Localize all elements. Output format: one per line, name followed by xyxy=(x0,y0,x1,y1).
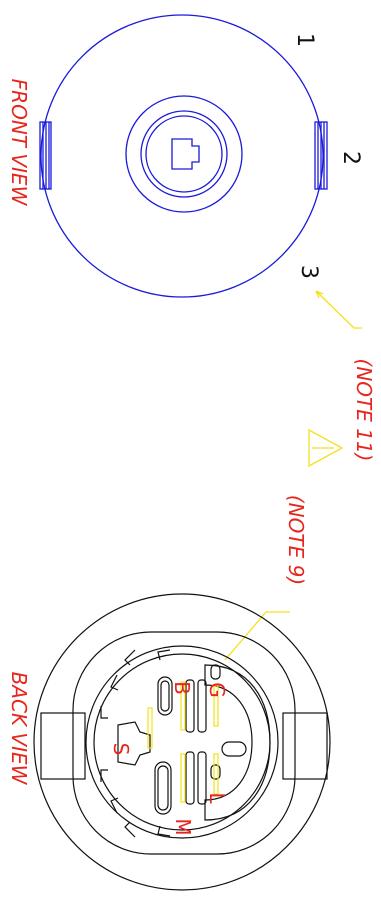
terminal-b-label: B xyxy=(170,681,194,695)
slot-l xyxy=(210,764,221,780)
bar-1 xyxy=(185,679,195,733)
callout-1: 1 xyxy=(292,33,317,47)
terminal-g-label: G xyxy=(205,682,229,698)
front-view-label: FRONT VIEW xyxy=(7,79,31,207)
note11-label: (NOTE 11) xyxy=(352,359,376,462)
warning-triangle-icon xyxy=(308,428,344,468)
front-body-circle xyxy=(40,14,324,298)
key-cylinder-ring xyxy=(140,110,228,198)
terminal-m-label: M xyxy=(171,818,195,835)
slot-b-inner xyxy=(160,680,170,712)
back-plug-ring xyxy=(85,645,279,839)
slot-g xyxy=(210,664,221,680)
back-housing xyxy=(72,631,296,855)
key-cylinder-outer xyxy=(125,95,243,213)
terminal-s-label: S xyxy=(109,743,133,756)
back-outer-circle xyxy=(33,593,331,891)
key-slot-icon xyxy=(171,138,200,170)
slot-b xyxy=(157,676,173,716)
note11-leader xyxy=(315,290,362,329)
note9-leader xyxy=(224,611,290,661)
front-view xyxy=(39,14,328,298)
bar-3 xyxy=(197,679,207,733)
key-cylinder-inner xyxy=(145,115,223,193)
terminal-l-label: L xyxy=(205,792,229,804)
front-left-tab xyxy=(39,121,52,190)
bar-4 xyxy=(197,751,207,805)
back-left-tab xyxy=(40,712,86,780)
callout-3: 3 xyxy=(296,265,321,279)
front-right-tab xyxy=(314,121,328,190)
bar-2 xyxy=(185,751,195,805)
note9-label: (NOTE 9) xyxy=(284,495,308,585)
slot-m-inner xyxy=(157,765,169,811)
callout-2: 2 xyxy=(338,151,363,165)
back-rim-notches xyxy=(100,649,171,838)
back-yellow-contacts xyxy=(147,681,219,803)
back-view xyxy=(33,593,331,891)
terminal-s-blade xyxy=(117,721,151,766)
slot-center xyxy=(221,741,247,757)
back-right-tab xyxy=(282,712,328,780)
back-view-label: BACK VIEW xyxy=(7,672,31,786)
slot-m xyxy=(154,761,172,815)
back-contact-region xyxy=(204,664,271,821)
